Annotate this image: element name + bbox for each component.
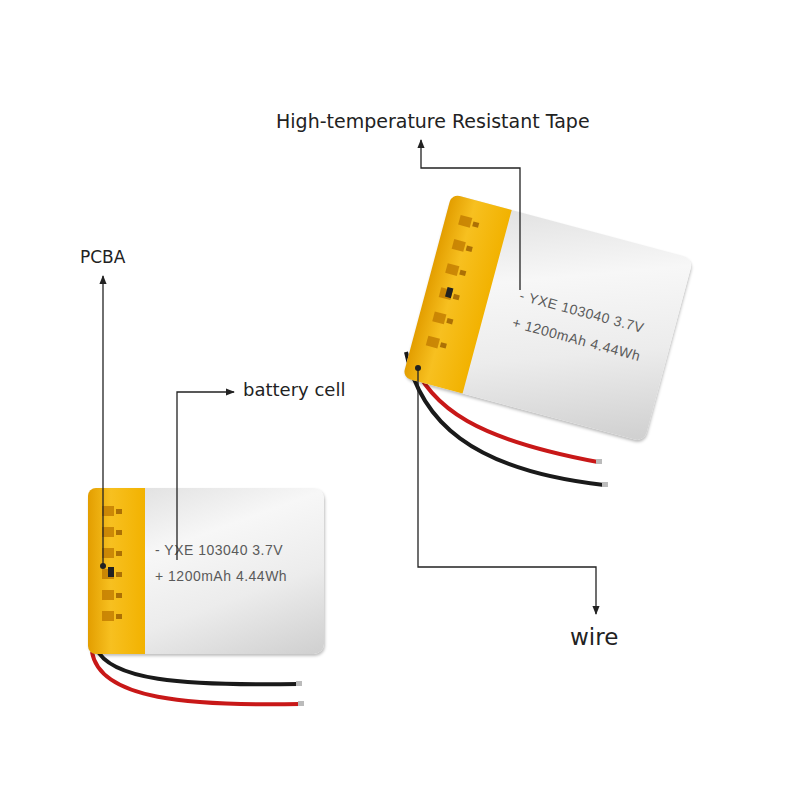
callout-label: wire xyxy=(570,624,618,650)
leader-line xyxy=(102,276,103,566)
wire-tip xyxy=(296,681,302,686)
wire-tip xyxy=(298,701,304,706)
callout-label: High-temperature Resistant Tape xyxy=(276,110,590,132)
battery-marking: + 1200mAh 4.44Wh xyxy=(155,568,287,584)
battery-marking: - YXE 103040 3.7V xyxy=(155,542,283,558)
battery-cell: - YXE 103040 3.7V + 1200mAh 4.44Wh xyxy=(88,488,324,654)
leader-dot xyxy=(100,563,106,569)
wire-tip xyxy=(596,459,602,464)
high-temperature-tape xyxy=(403,194,512,394)
wire-tip xyxy=(602,482,608,487)
leader-dot xyxy=(415,365,421,371)
red-wire xyxy=(92,652,300,704)
callout-label: PCBA xyxy=(80,247,125,267)
callout-label: battery cell xyxy=(243,379,345,400)
